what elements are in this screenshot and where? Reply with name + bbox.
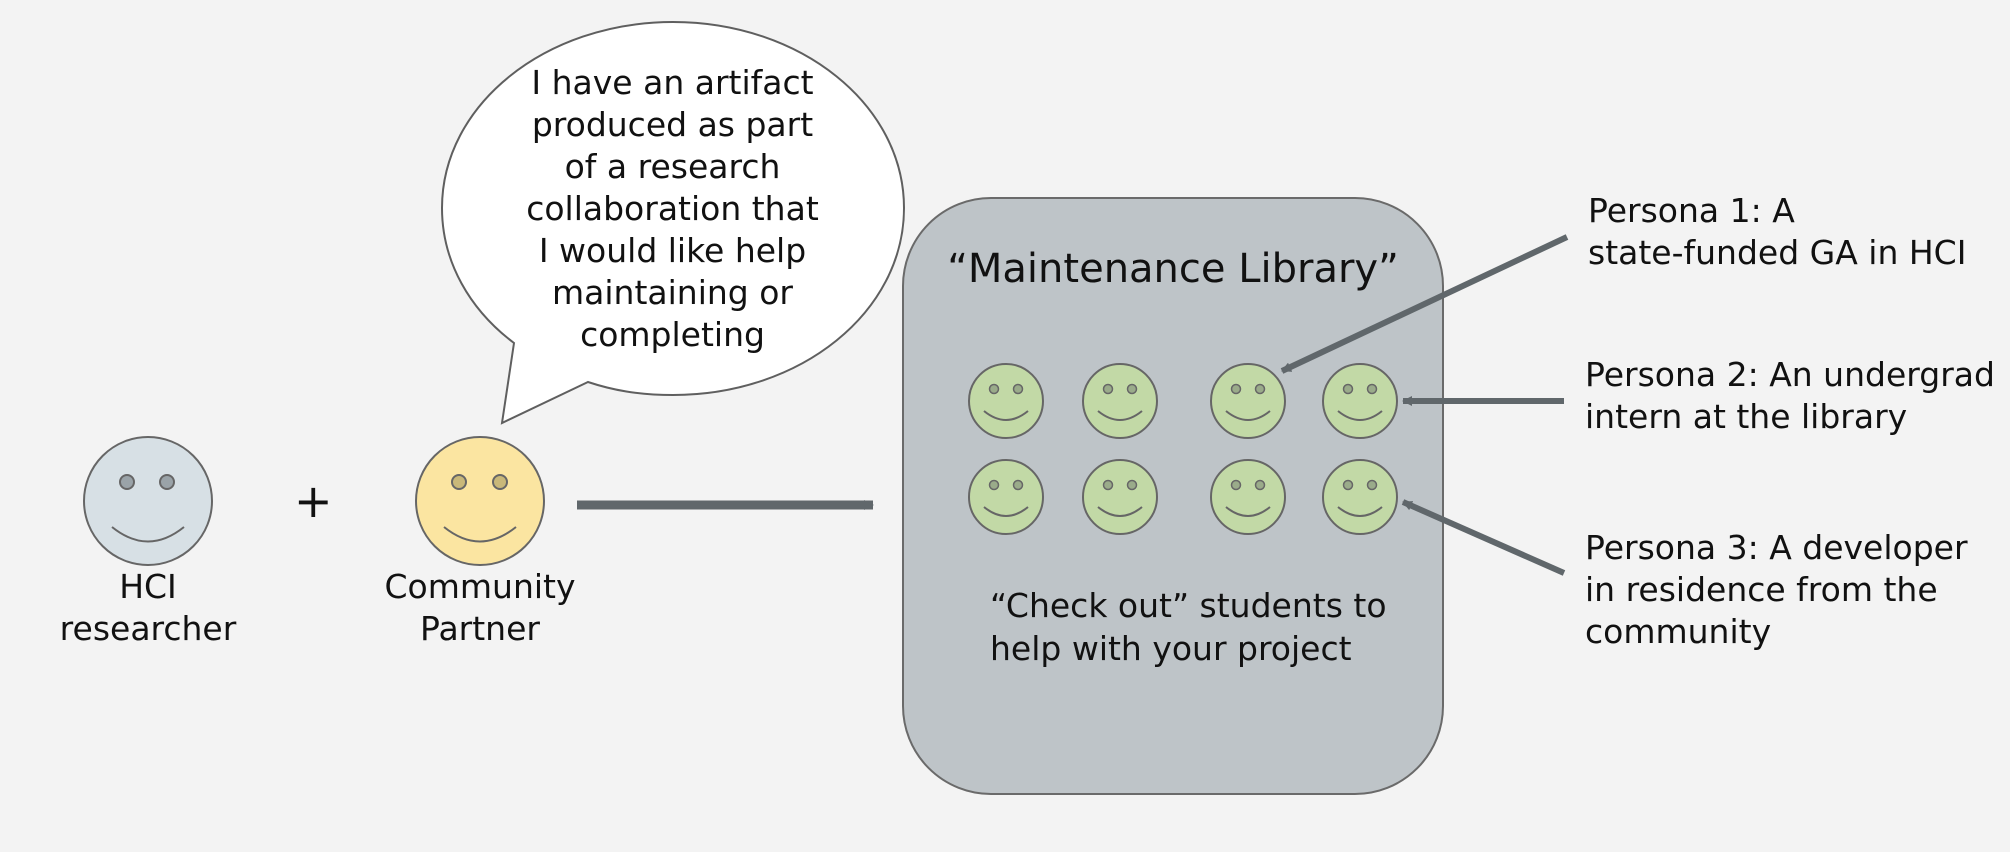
community-partner-label: Community Partner bbox=[384, 567, 576, 648]
speech-bubble-text: I have an artifact produced as part of a… bbox=[526, 63, 819, 354]
persona-3-arrow bbox=[1401, 499, 1566, 576]
student-faces-grid bbox=[968, 363, 1398, 535]
library-caption: “Check out” students to help with your p… bbox=[990, 586, 1387, 668]
student-smiley-icon bbox=[1210, 459, 1286, 535]
student-smiley-icon bbox=[1082, 363, 1158, 439]
plus-sign: + bbox=[294, 474, 333, 528]
persona-3-label: Persona 3: A developer in residence from… bbox=[1585, 528, 1968, 651]
persona-2-label: Persona 2: An undergrad intern at the li… bbox=[1585, 355, 1995, 436]
library-title: “Maintenance Library” bbox=[947, 246, 1399, 292]
student-smiley-icon bbox=[1082, 459, 1158, 535]
student-smiley-icon bbox=[968, 363, 1044, 439]
persona-1-label: Persona 1: A state-funded GA in HCI bbox=[1588, 191, 1967, 272]
speech-bubble bbox=[440, 20, 906, 425]
student-smiley-icon bbox=[968, 459, 1044, 535]
student-smiley-icon bbox=[1322, 459, 1398, 535]
community-partner-smiley-icon bbox=[415, 436, 545, 566]
maintenance-library-box bbox=[902, 197, 1444, 795]
student-smiley-icon bbox=[1322, 363, 1398, 439]
student-smiley-icon bbox=[1210, 363, 1286, 439]
researcher-label: HCI researcher bbox=[59, 567, 237, 648]
persona-1-arrow bbox=[1280, 234, 1569, 374]
researcher-smiley-icon bbox=[83, 436, 213, 566]
